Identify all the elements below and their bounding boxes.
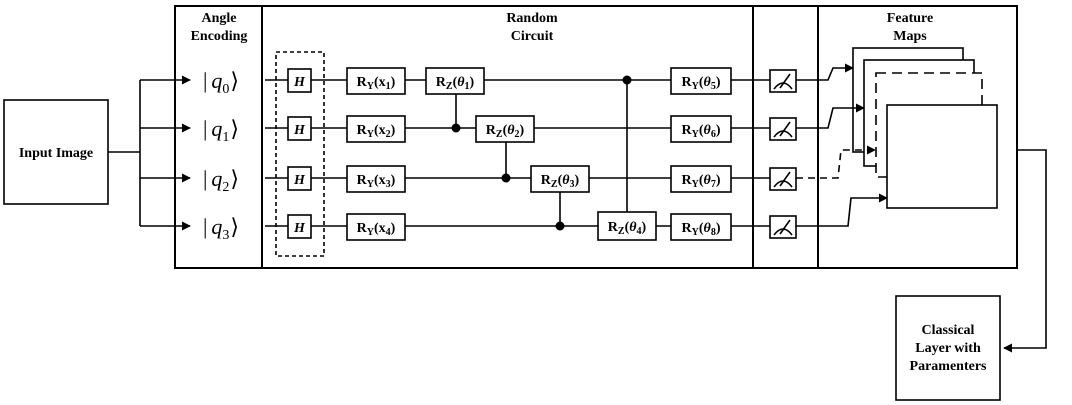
hadamard-label-q2: H: [293, 173, 306, 188]
hadamard-gate-q2: [287, 166, 312, 191]
output-arrow-q3: [796, 193, 888, 227]
ry-x3-label: RY(x3): [357, 173, 396, 190]
qubit-q1-sub: 1: [222, 130, 229, 145]
svg-text:|q2⟩: |q2⟩: [203, 166, 239, 195]
classical-layer-line1: Classical: [922, 323, 975, 338]
ry-theta6-gate: [670, 115, 732, 143]
measure-gate-q2: [769, 167, 797, 191]
qubit-q0-base: q: [211, 68, 222, 93]
control-dot-rz4: [622, 75, 632, 85]
classical-layer-box: [895, 295, 1001, 401]
hadamard-label-q1: H: [293, 123, 306, 138]
measure-gate-q3: [769, 215, 797, 239]
output-arrow-q1: [796, 103, 865, 129]
control-dot-rz3: [555, 221, 565, 231]
rz-theta1-label: RZ(θ1): [436, 75, 475, 92]
qubit-q2: |q2⟩: [203, 166, 239, 195]
feature-map-4: [886, 104, 998, 209]
circuit-frame: [174, 5, 1018, 269]
rz-theta4-gate: [597, 211, 657, 241]
input-image-box: [3, 99, 109, 205]
rz-theta2-gate: [475, 115, 535, 143]
classical-layer-line3: Paramenters: [910, 359, 988, 374]
svg-text:|q1⟩: |q1⟩: [203, 116, 239, 145]
ry-x3-gate: [346, 165, 406, 193]
ry-x1-label: RY(x1): [357, 75, 396, 92]
output-arrow-q2: [796, 145, 876, 179]
ry-theta8-gate: [670, 213, 732, 241]
ry-theta5-gate: [670, 67, 732, 95]
rz-theta4-label: RZ(θ4): [608, 220, 647, 237]
ry-x1-gate: [346, 67, 406, 95]
ry-theta5-label: RY(θ5): [682, 75, 721, 92]
qubit-q0: |q0⟩: [203, 68, 239, 97]
hadamard-gate-q0: [287, 68, 312, 93]
ry-theta6-label: RY(θ6): [682, 123, 721, 140]
angle-encoding-title-line2: Encoding: [191, 29, 248, 44]
rz-theta1-gate: [425, 67, 485, 95]
svg-text:|q3⟩: |q3⟩: [203, 214, 239, 243]
ry-x4-label: RY(x4): [357, 221, 396, 238]
ry-x4-gate: [346, 213, 406, 241]
control-dot-rz1: [451, 123, 461, 133]
qubit-q2-sub: 2: [222, 180, 229, 195]
ry-theta8-label: RY(θ8): [682, 221, 721, 238]
feature-maps-title-line2: Maps: [893, 29, 927, 44]
feature-maps-title-line1: Feature: [887, 11, 933, 26]
ry-x2-gate: [346, 115, 406, 143]
hadamard-label-q3: H: [293, 221, 306, 236]
measure-gate-q1: [769, 117, 797, 141]
classical-layer-line2: Layer with: [915, 341, 981, 356]
qubit-q3-sub: 3: [222, 228, 229, 243]
qubit-q0-sub: 0: [222, 82, 229, 97]
rz-theta2-label: RZ(θ2): [486, 123, 525, 140]
qubit-q3: |q3⟩: [203, 214, 239, 243]
qubit-q3-base: q: [211, 214, 222, 239]
hadamard-gate-q3: [287, 214, 312, 239]
ry-theta7-gate: [670, 165, 732, 193]
qubit-q1-base: q: [211, 116, 222, 141]
random-circuit-title-line2: Circuit: [511, 29, 554, 44]
feature-to-classical-arrow: [1003, 149, 1047, 353]
hadamard-group: [275, 51, 325, 257]
svg-text:|q0⟩: |q0⟩: [203, 68, 239, 97]
hadamard-gate-q1: [287, 116, 312, 141]
rz-theta3-label: RZ(θ3): [541, 173, 580, 190]
qubit-q2-base: q: [211, 166, 222, 191]
ry-x2-label: RY(x2): [357, 123, 396, 140]
measure-gate-q0: [769, 69, 797, 93]
hadamard-label-q0: H: [293, 75, 306, 90]
control-dot-rz2: [501, 173, 511, 183]
qubit-q1: |q1⟩: [203, 116, 239, 145]
ry-theta7-label: RY(θ7): [682, 173, 721, 190]
angle-encoding-title-line1: Angle: [202, 11, 237, 26]
input-image-label: Input Image: [19, 146, 93, 161]
output-arrow-q0: [796, 63, 854, 81]
rz-theta3-gate: [530, 165, 590, 193]
random-circuit-title-line1: Random: [506, 11, 558, 26]
